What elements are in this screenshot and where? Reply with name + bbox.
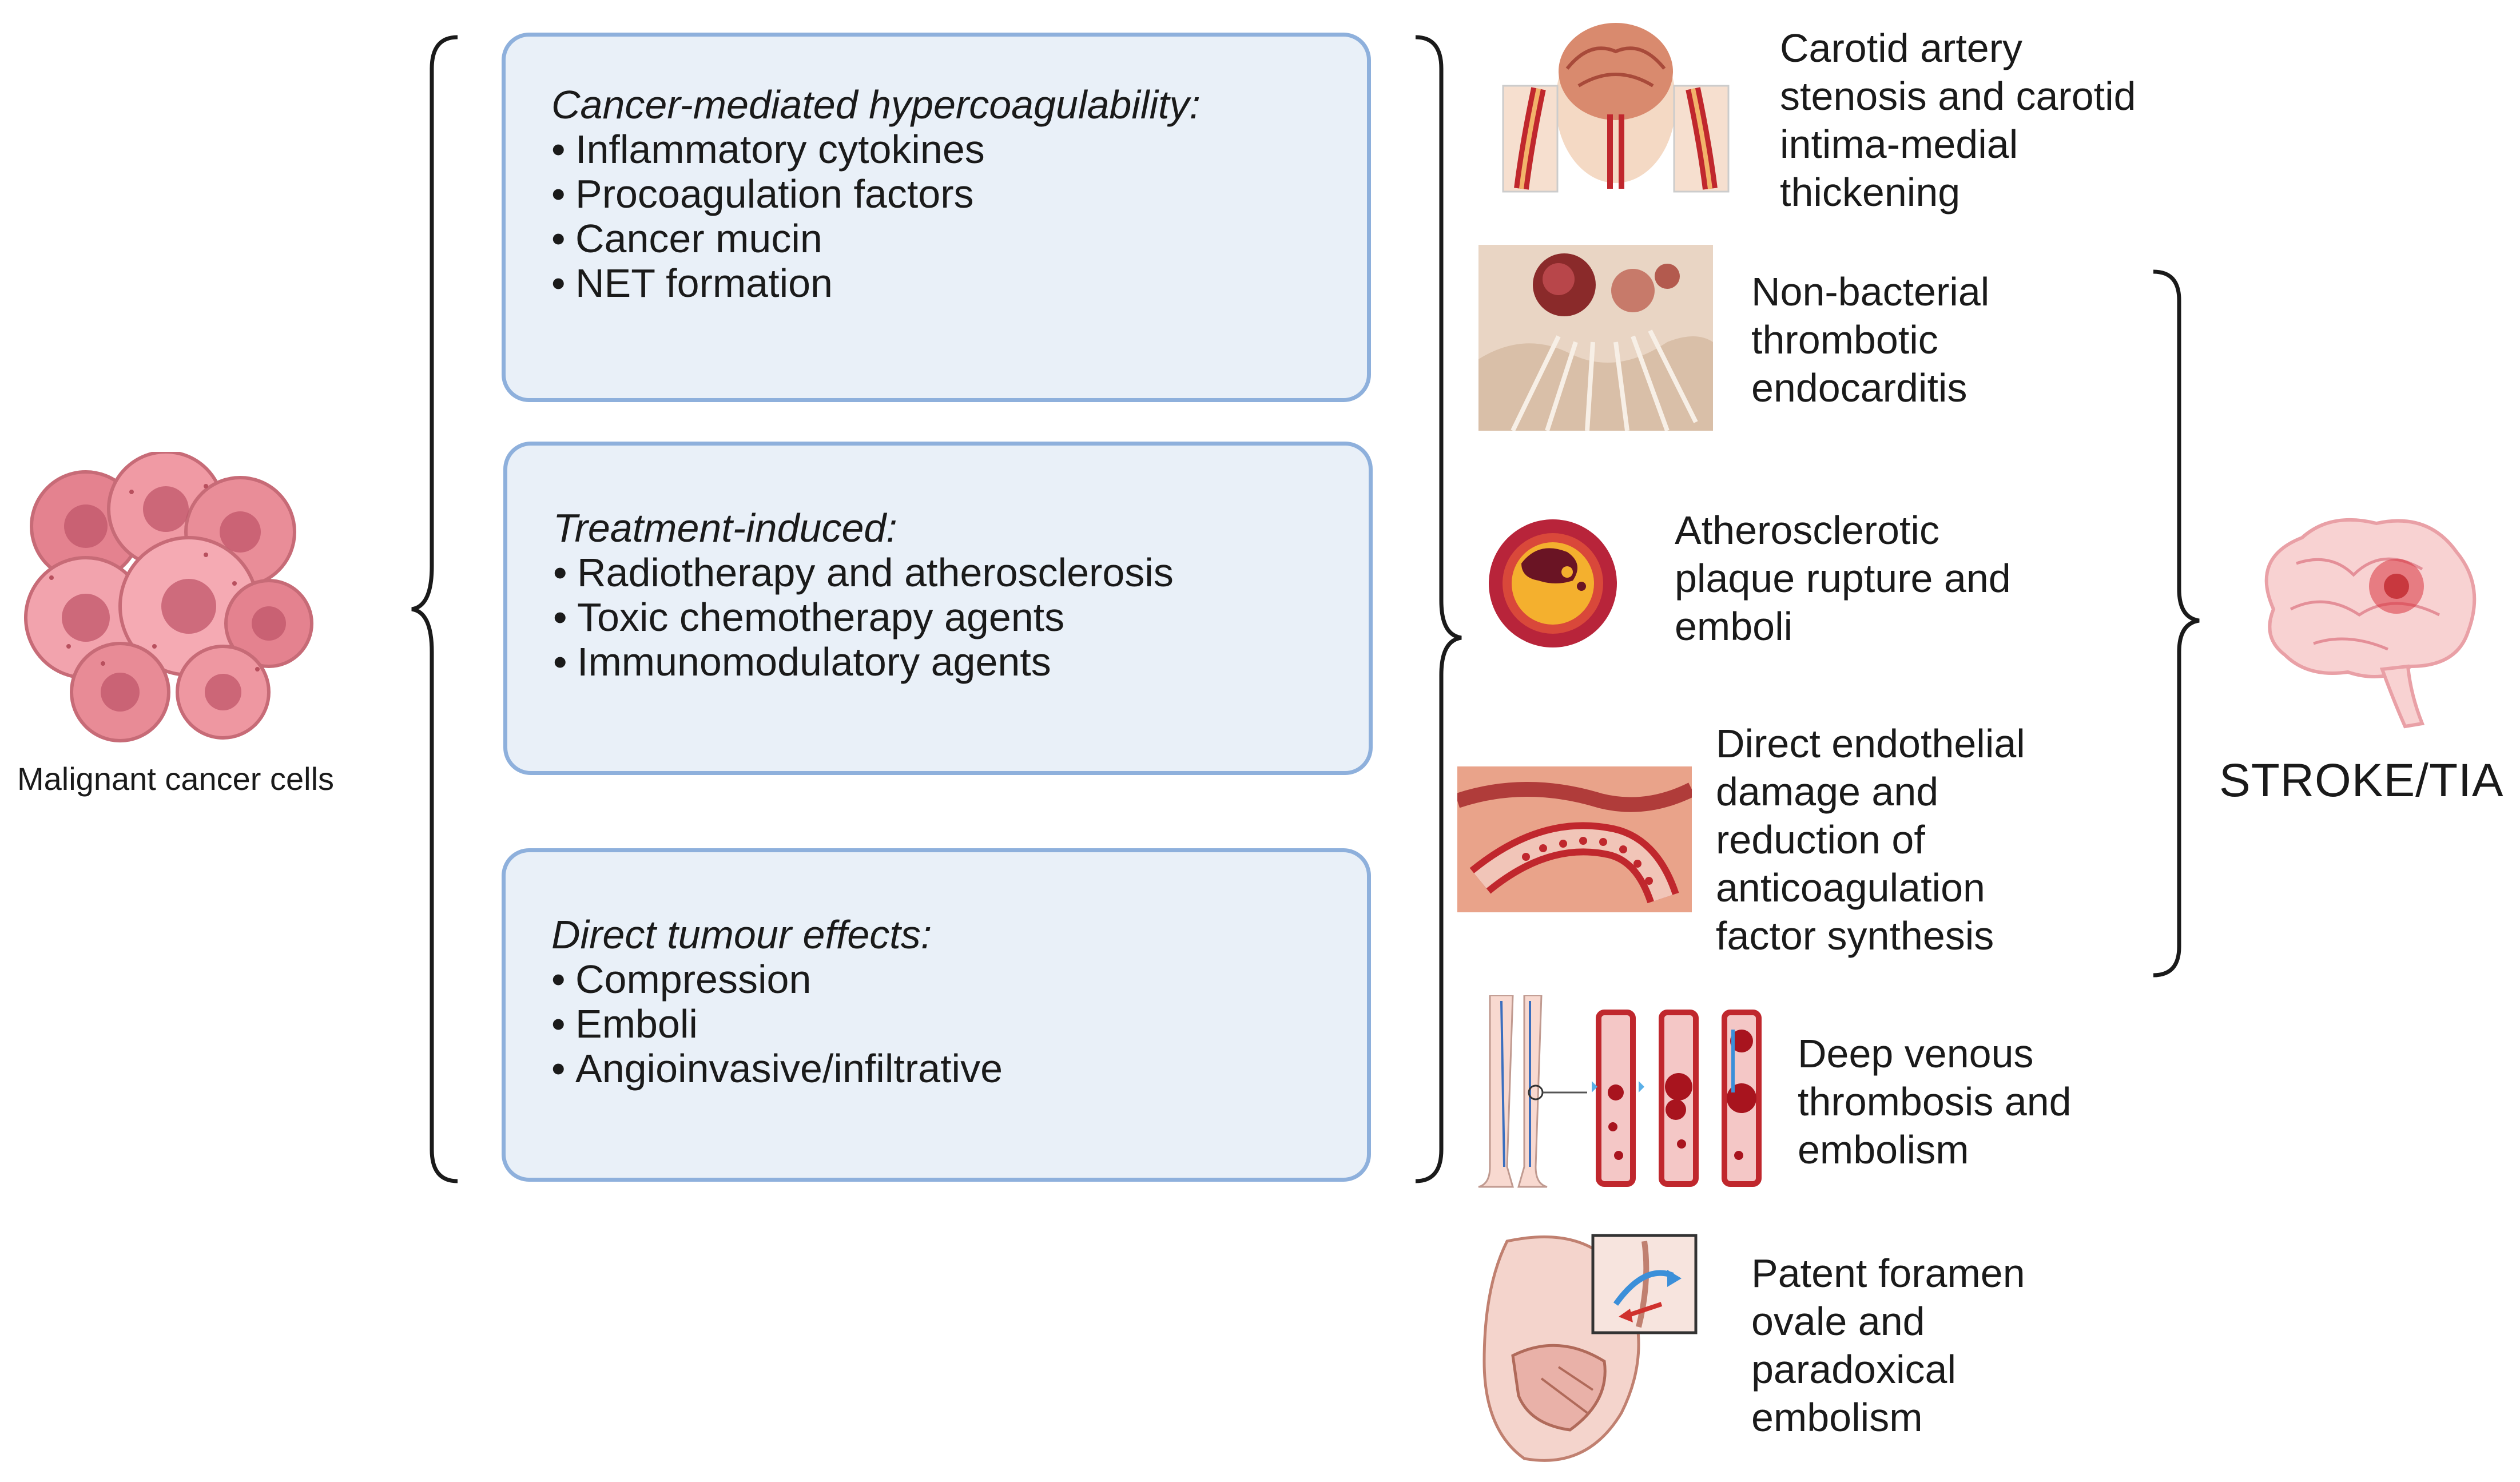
cause-label-carotid: Carotid artery stenosis and carotid inti… bbox=[1780, 26, 2136, 214]
left-brace bbox=[411, 35, 458, 1183]
plaque-cross-section-icon bbox=[1489, 519, 1617, 647]
list-item: •NET formation bbox=[551, 261, 833, 305]
box-treatment-induced: Treatment-induced: •Radiotherapy and ath… bbox=[503, 442, 1373, 775]
box-title: Cancer-mediated hypercoagulability: bbox=[551, 82, 1201, 127]
list-item: •Cancer mucin bbox=[551, 216, 822, 261]
list-item: •Emboli bbox=[551, 1002, 698, 1046]
outcome-label: STROKE/TIA bbox=[2219, 754, 2504, 806]
cancer-cells-label: Malignant cancer cells bbox=[17, 761, 335, 797]
list-item: •Procoagulation factors bbox=[551, 172, 974, 216]
damaged-vessel-icon bbox=[1457, 766, 1692, 912]
box-direct-tumour: Direct tumour effects: •Compression •Emb… bbox=[502, 848, 1371, 1182]
cause-label-pfo: Patent foramen ovale and paradoxical emb… bbox=[1751, 1251, 2025, 1440]
list-item: •Inflammatory cytokines bbox=[551, 127, 985, 172]
carotid-head-icon bbox=[1502, 23, 1730, 193]
cause-label-plaque: Atherosclerotic plaque rupture and embol… bbox=[1675, 508, 2011, 649]
box-cancer-mediated: Cancer-mediated hypercoagulability: •Inf… bbox=[502, 33, 1371, 402]
box-title: Direct tumour effects: bbox=[551, 912, 932, 957]
cancer-cells-icon bbox=[24, 452, 313, 742]
list-item: •Angioinvasive/infiltrative bbox=[551, 1046, 1003, 1091]
cause-label-endothelial: Direct endothelial damage and reduction … bbox=[1716, 721, 2025, 958]
heart-valve-vegetation-icon bbox=[1478, 245, 1713, 431]
list-item: •Radiotherapy and atherosclerosis bbox=[553, 550, 1174, 595]
heart-pfo-icon bbox=[1482, 1234, 1698, 1462]
cause-label-dvt: Deep venous thrombosis and embolism bbox=[1798, 1031, 2072, 1172]
right-brace bbox=[2153, 269, 2200, 978]
list-item: •Compression bbox=[551, 957, 812, 1002]
brain-lesion-icon bbox=[2264, 518, 2477, 729]
list-item: •Toxic chemotherapy agents bbox=[553, 595, 1065, 639]
box-title: Treatment-induced: bbox=[553, 506, 897, 550]
dvt-legs-icon bbox=[1478, 995, 1762, 1188]
middle-brace bbox=[1415, 35, 1462, 1183]
cause-label-nbte: Non-bacterial thrombotic endocarditis bbox=[1751, 269, 1990, 410]
list-item: •Immunomodulatory agents bbox=[553, 639, 1051, 684]
